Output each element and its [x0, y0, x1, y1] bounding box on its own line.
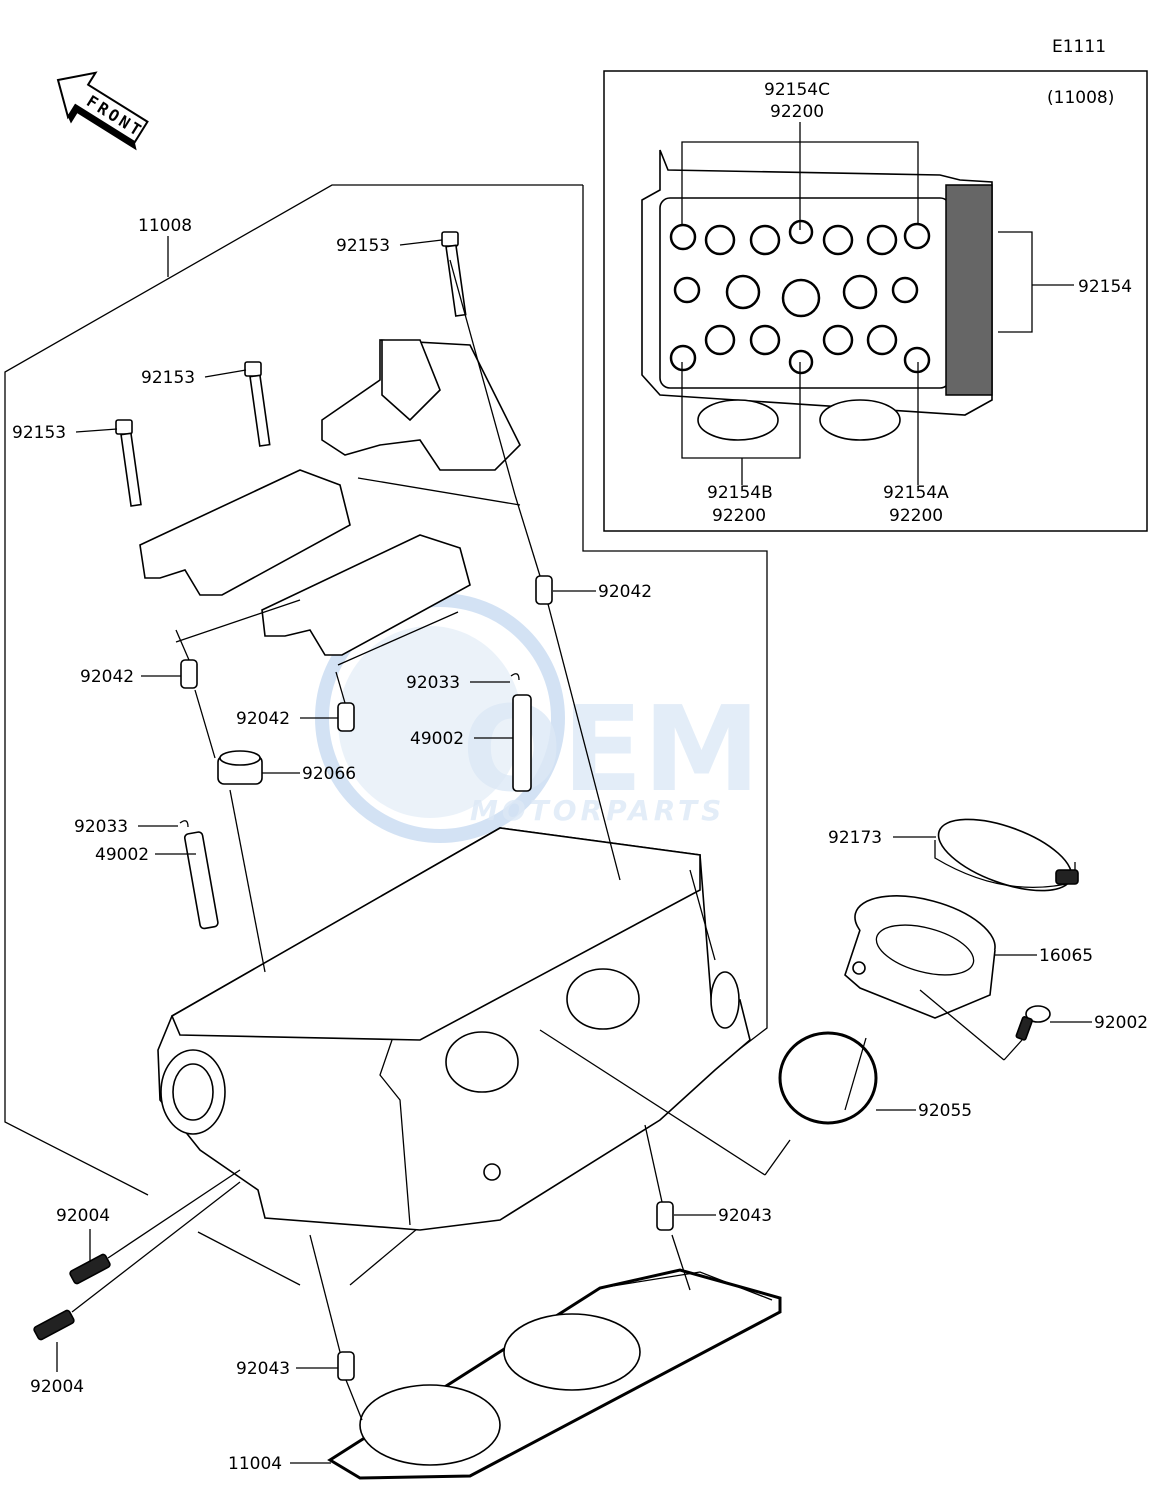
bolt-92153-middle — [244, 361, 271, 447]
dowel-92042-left — [180, 659, 198, 689]
intake-holder-16065 — [844, 895, 996, 1019]
guide-49002-right — [512, 694, 532, 792]
head-gasket-11004 — [327, 1268, 782, 1480]
bolt-92153-left — [115, 419, 142, 507]
clip-92033-left — [179, 820, 189, 828]
watermark-sub: MOTORPARTS — [470, 794, 725, 827]
label-92154C: 92154C — [764, 80, 830, 100]
clamp-92173 — [934, 818, 1079, 892]
label-92042-left: 92042 — [80, 667, 134, 687]
part-labels: 11008 92153 92153 92153 92042 92042 9204… — [12, 216, 1148, 1474]
label-92173: 92173 — [828, 828, 882, 848]
stud-92004-upper — [69, 1253, 111, 1285]
inset-box — [603, 70, 1148, 532]
label-92004-upper: 92004 — [56, 1206, 110, 1226]
label-92200-a: 92200 — [889, 506, 943, 526]
label-92033-right: 92033 — [406, 673, 460, 693]
label-92154B: 92154B — [707, 483, 773, 503]
oring-92055 — [778, 1031, 878, 1125]
label-92043-right: 92043 — [718, 1206, 772, 1226]
label-92154: 92154 — [1078, 277, 1132, 297]
label-49002-right: 49002 — [410, 729, 464, 749]
watermark-logo: OEM MOTORPARTS — [315, 593, 760, 843]
label-92042-mid: 92042 — [236, 709, 290, 729]
diagram-code: E1111 — [1052, 37, 1106, 57]
label-92153-left: 92153 — [12, 423, 66, 443]
label-49002-left: 49002 — [95, 845, 149, 865]
cylinder-head — [157, 827, 751, 1231]
inset-ref: (11008) — [1047, 88, 1114, 108]
assembly-boundary — [4, 184, 583, 1196]
plug-92066 — [217, 750, 263, 785]
label-16065: 16065 — [1039, 946, 1093, 966]
label-92066: 92066 — [302, 764, 356, 784]
label-11008: 11008 — [138, 216, 192, 236]
label-92200-top: 92200 — [770, 102, 824, 122]
label-92153-upper: 92153 — [336, 236, 390, 256]
label-92004-lower: 92004 — [30, 1377, 84, 1397]
cylinder-head-top-view — [641, 149, 993, 441]
label-92042-right: 92042 — [598, 582, 652, 602]
bolt-92002 — [1015, 1005, 1051, 1041]
camshaft-cap-front-right — [261, 534, 471, 656]
front-arrow-icon: FRONT — [56, 71, 149, 151]
label-92002: 92002 — [1094, 1013, 1148, 1033]
dowel-92043-right — [656, 1201, 674, 1231]
label-92043-left: 92043 — [236, 1359, 290, 1379]
leader-lines — [56, 239, 1092, 1464]
label-92055: 92055 — [918, 1101, 972, 1121]
label-11004: 11004 — [228, 1454, 282, 1474]
label-92153-middle: 92153 — [141, 368, 195, 388]
dowel-92042-right — [535, 575, 553, 605]
label-92033-left: 92033 — [74, 817, 128, 837]
label-92154A: 92154A — [883, 483, 949, 503]
camshaft-cap-front-left — [139, 469, 351, 596]
dowel-92042-mid — [337, 702, 355, 732]
stud-92004-lower — [33, 1309, 75, 1341]
watermark-brand: OEM — [462, 680, 760, 818]
clip-92033-right — [510, 673, 520, 681]
guide-49002-left — [183, 831, 219, 930]
dowel-92043-left — [337, 1351, 355, 1381]
camshaft-cap-rear — [321, 339, 521, 471]
label-92200-b: 92200 — [712, 506, 766, 526]
